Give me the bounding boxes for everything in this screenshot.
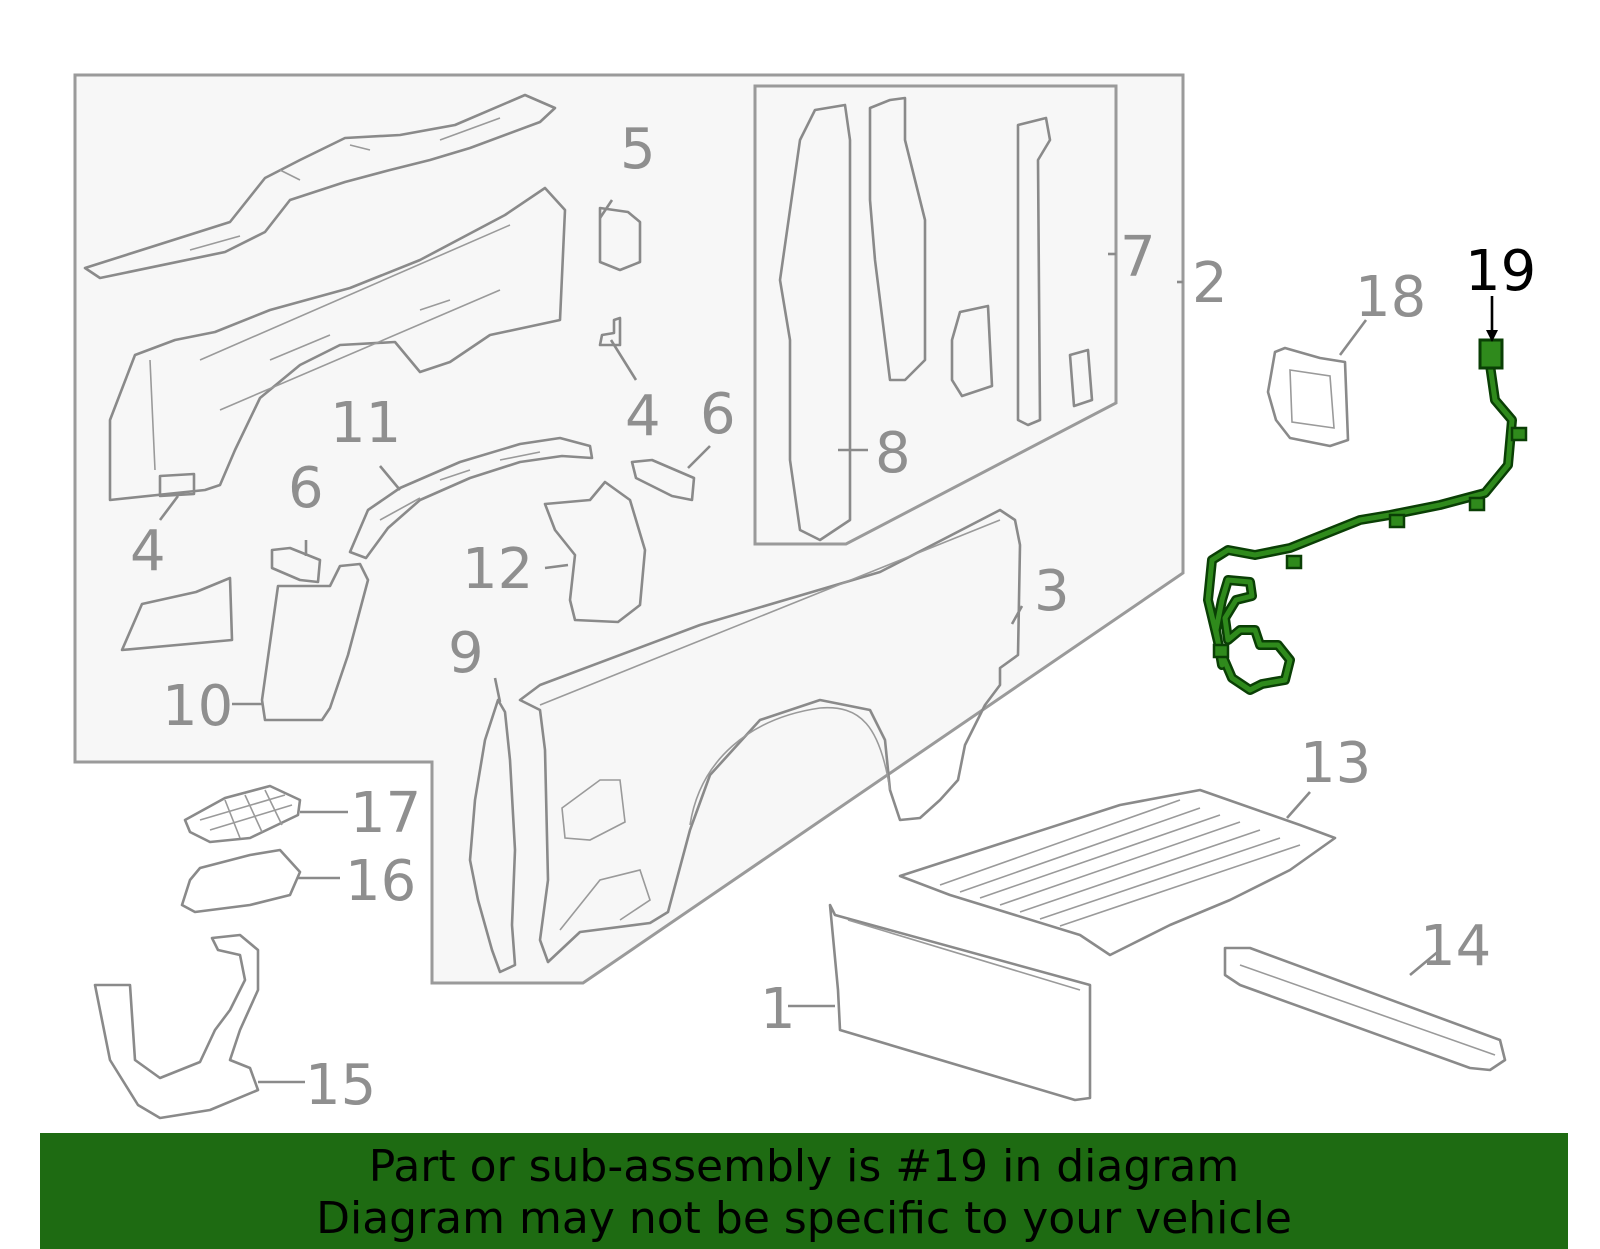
- callout-8[interactable]: 8: [875, 421, 911, 486]
- callout-4-lower[interactable]: 4: [130, 519, 166, 584]
- callout-11[interactable]: 11: [330, 391, 401, 456]
- callout-4-upper[interactable]: 4: [625, 384, 661, 449]
- part-18-connector-bracket: [1266, 346, 1350, 448]
- part-9-front-pillar: [468, 698, 517, 974]
- callout-12[interactable]: 12: [462, 537, 533, 602]
- top-rail: [83, 93, 557, 280]
- callout-6-right[interactable]: 6: [700, 382, 736, 447]
- part-4-clip-lower: [158, 472, 196, 498]
- part-14-floor-rail: [1223, 946, 1507, 1072]
- callout-13[interactable]: 13: [1300, 731, 1371, 796]
- extension-panel: [120, 576, 234, 652]
- part-17-step-pad: [183, 784, 302, 844]
- callout-18[interactable]: 18: [1355, 265, 1426, 330]
- callout-2[interactable]: 2: [1192, 251, 1228, 316]
- part-info-banner: Part or sub-assembly is #19 in diagram D…: [40, 1133, 1568, 1249]
- part-12-bracket: [543, 480, 647, 624]
- part-5-bracket: [598, 206, 642, 272]
- part-15-step-assembly: [93, 933, 260, 1120]
- part-11-wheelhouse-liner: [348, 436, 594, 560]
- part-13-bed-floor: [898, 788, 1337, 957]
- callout-16[interactable]: 16: [345, 849, 416, 914]
- part-6-bracket-left: [270, 546, 322, 584]
- part-7-bracket-tiny: [1068, 348, 1094, 408]
- part-6-bracket-right: [630, 458, 696, 502]
- part-4-clip-upper: [598, 316, 622, 347]
- part-3-outer-box-side: [518, 508, 1022, 964]
- callout-15[interactable]: 15: [305, 1053, 376, 1118]
- callout-17[interactable]: 17: [350, 781, 421, 846]
- banner-line-part-number: Part or sub-assembly is #19 in diagram: [368, 1141, 1240, 1192]
- part-7-pillar-b: [868, 96, 927, 382]
- callout-14[interactable]: 14: [1420, 914, 1491, 979]
- callout-7[interactable]: 7: [1120, 225, 1156, 290]
- inner-side-panel: [108, 186, 567, 502]
- callout-1[interactable]: 1: [760, 977, 796, 1042]
- callout-5[interactable]: 5: [620, 117, 656, 182]
- part-1-front-panel: [828, 903, 1092, 1102]
- part-7-pillar-c: [1016, 116, 1052, 427]
- callout-3[interactable]: 3: [1034, 559, 1070, 624]
- part-19-wiring-harness[interactable]: [1203, 338, 1528, 695]
- callout-19[interactable]: 19: [1465, 239, 1536, 304]
- part-10-panel: [260, 562, 370, 722]
- banner-line-disclaimer: Diagram may not be specific to your vehi…: [316, 1193, 1292, 1244]
- callout-10[interactable]: 10: [162, 674, 233, 739]
- part-7-pillar-a: [778, 103, 852, 542]
- callout-9[interactable]: 9: [448, 621, 484, 686]
- part-16-step-cover: [180, 848, 302, 914]
- part-7-bracket-small: [950, 304, 994, 398]
- callout-6-left[interactable]: 6: [288, 456, 324, 521]
- subassembly-group-panel: [753, 84, 1118, 546]
